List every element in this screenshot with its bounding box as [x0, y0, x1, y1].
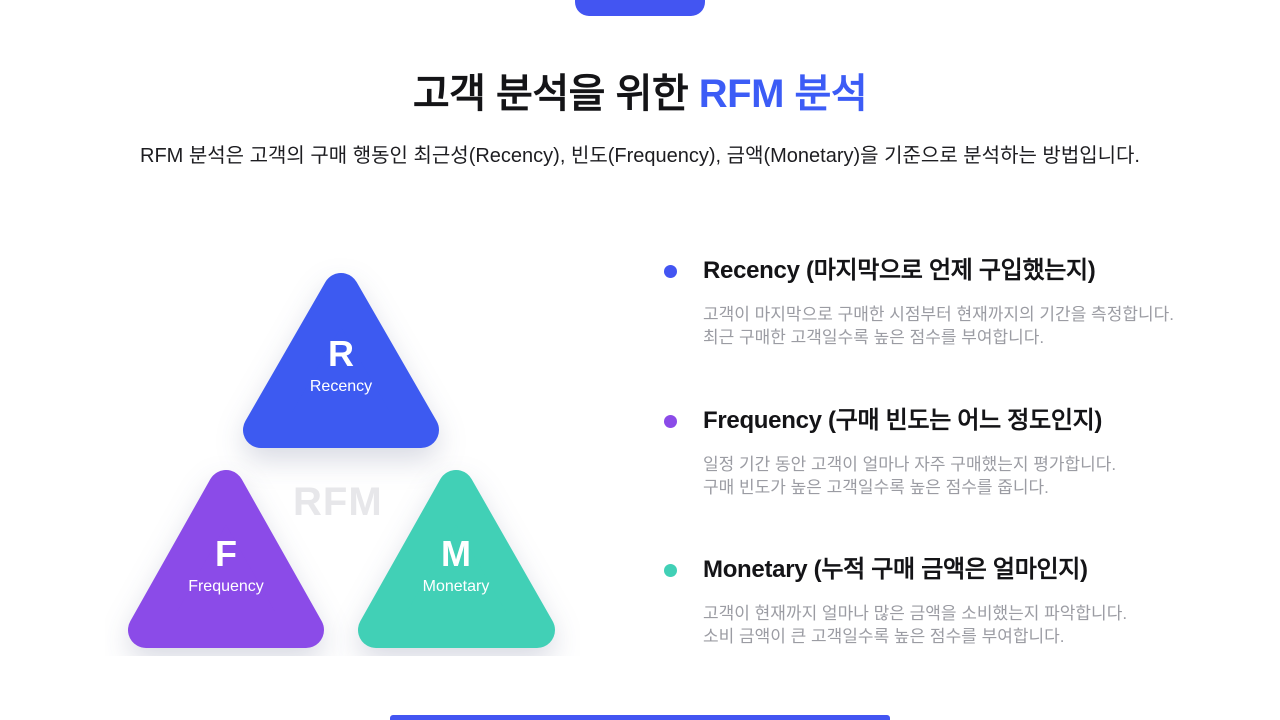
frequency-section: Frequency (구매 빈도는 어느 정도인지) 일정 기간 동안 고객이 … [664, 406, 1204, 499]
recency-section: Recency (마지막으로 언제 구입했는지) 고객이 마지막으로 구매한 시… [664, 256, 1204, 349]
monetary-section-description: 고객이 현재까지 얼마나 많은 금액을 소비했는지 파악합니다. 소비 금액이 … [703, 602, 1204, 648]
frequency-section-description: 일정 기간 동안 고객이 얼마나 자주 구매했는지 평가합니다. 구매 빈도가 … [703, 453, 1204, 499]
frequency-description-line2: 구매 빈도가 높은 고객일수록 높은 점수를 줍니다. [703, 478, 1049, 497]
frequency-description-line1: 일정 기간 동안 고객이 얼마나 자주 구매했는지 평가합니다. [703, 455, 1117, 474]
bottom-accent-bar [390, 715, 890, 720]
recency-triangle-label: R Recency [251, 334, 431, 398]
monetary-bullet-icon [664, 563, 677, 577]
frequency-bullet-icon [664, 414, 677, 428]
monetary-name: Monetary [422, 578, 490, 595]
pyramid-triangles-graphic [128, 273, 555, 648]
monetary-letter: M [441, 533, 471, 574]
frequency-triangle-shape [128, 470, 324, 648]
recency-name: Recency [309, 378, 373, 395]
frequency-name: Frequency [188, 578, 264, 595]
frequency-triangle-label: F Frequency [136, 534, 316, 598]
page-title-prefix: 고객 분석을 위한 [412, 72, 699, 116]
recency-description-line2: 최근 구매한 고객일수록 높은 점수를 부여합니다. [703, 328, 1045, 347]
frequency-letter: F [215, 533, 237, 574]
recency-triangle-shape [243, 273, 439, 448]
monetary-section: Monetary (누적 구매 금액은 얼마인지) 고객이 현재까지 얼마나 많… [664, 555, 1204, 648]
rfm-watermark: RFM [293, 480, 383, 524]
page-title-highlight: RFM 분석 [698, 72, 868, 116]
frequency-section-heading: Frequency (구매 빈도는 어느 정도인지) [703, 407, 1103, 434]
monetary-triangle-shape [358, 470, 555, 648]
rfm-pyramid-diagram: RFM R Recency F Frequency M Monetary [105, 248, 580, 656]
monetary-triangle-label: M Monetary [366, 534, 546, 598]
recency-section-heading: Recency (마지막으로 언제 구입했는지) [703, 257, 1096, 284]
monetary-description-line2: 소비 금액이 큰 고객일수록 높은 점수를 부여합니다. [703, 627, 1065, 646]
page-title: 고객 분석을 위한 RFM 분석 [0, 70, 1280, 118]
page-subtitle: RFM 분석은 고객의 구매 행동인 최근성(Recency), 빈도(Freq… [140, 145, 1140, 167]
recency-description-line1: 고객이 마지막으로 구매한 시점부터 현재까지의 기간을 측정합니다. [703, 305, 1174, 324]
top-accent-pill [575, 0, 705, 16]
monetary-section-heading: Monetary (누적 구매 금액은 얼마인지) [703, 556, 1088, 583]
recency-bullet-icon [664, 264, 677, 278]
recency-letter: R [328, 333, 354, 374]
monetary-description-line1: 고객이 현재까지 얼마나 많은 금액을 소비했는지 파악합니다. [703, 604, 1128, 623]
recency-section-description: 고객이 마지막으로 구매한 시점부터 현재까지의 기간을 측정합니다. 최근 구… [703, 303, 1204, 349]
